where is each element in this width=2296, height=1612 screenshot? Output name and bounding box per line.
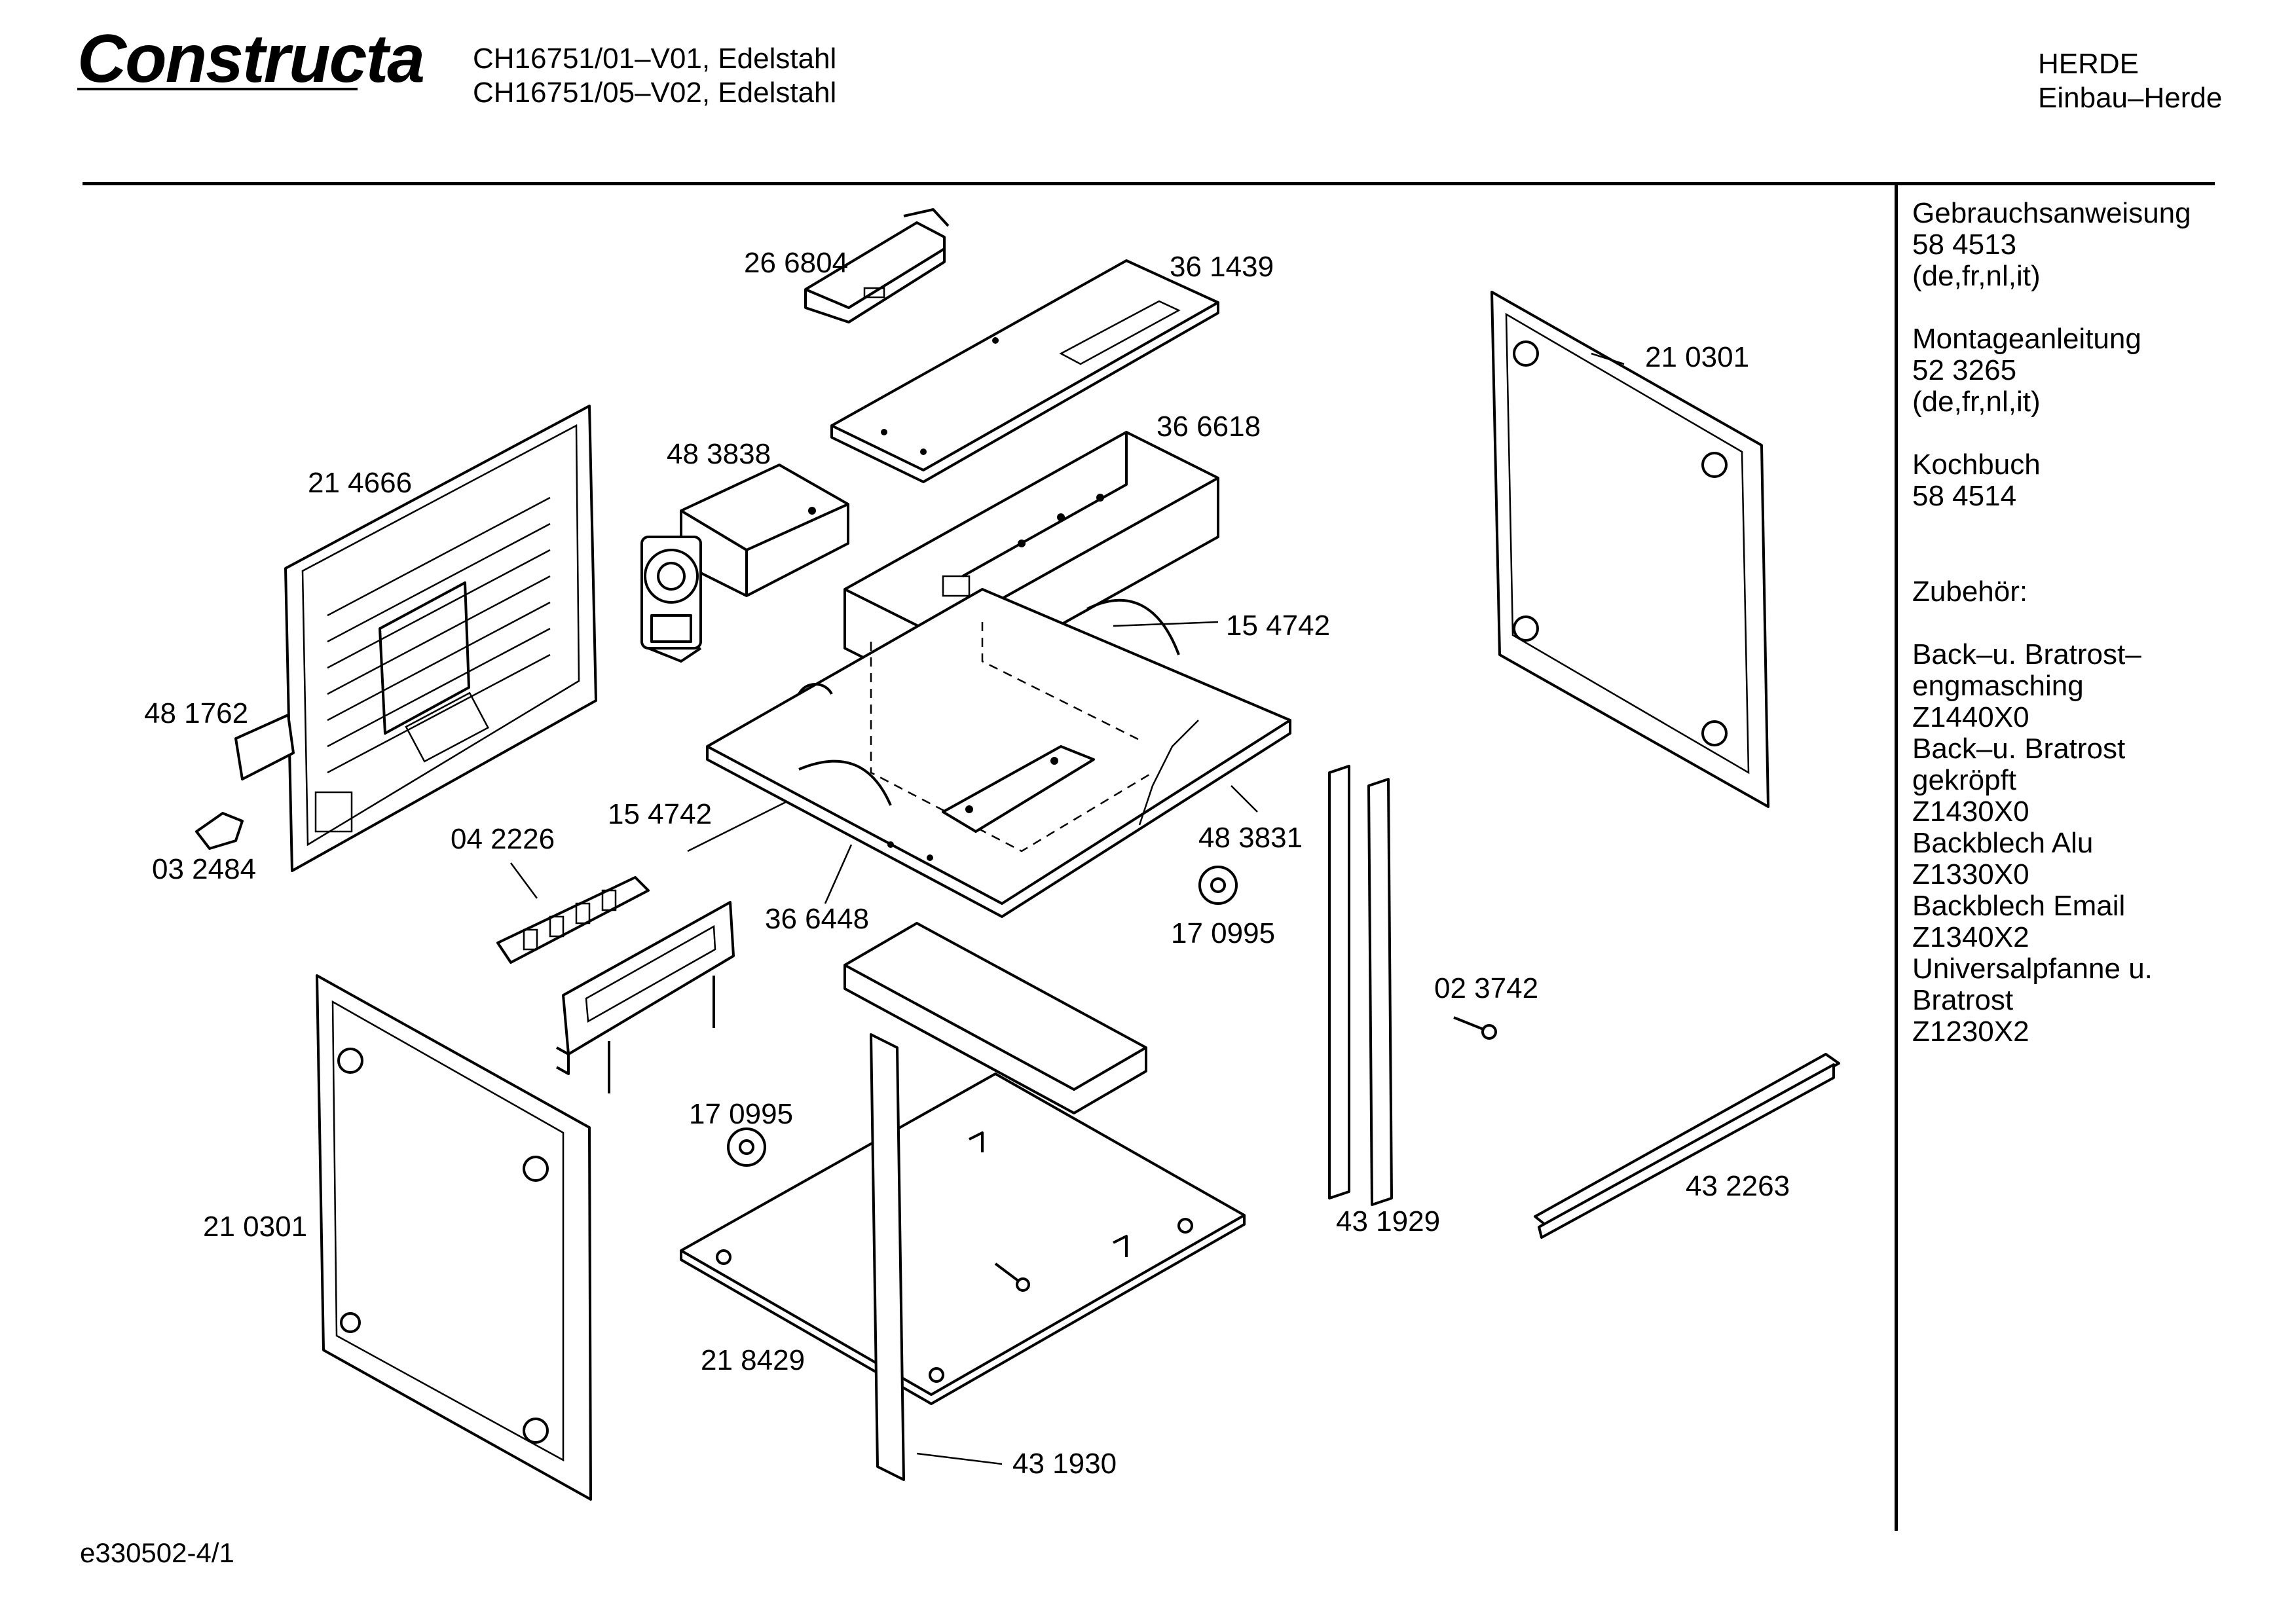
part-label: 43 2263 <box>1686 1170 1790 1202</box>
sidebar-divider <box>1895 185 1898 1531</box>
part-label: 21 0301 <box>203 1211 308 1243</box>
part-label: 17 0995 <box>689 1098 794 1130</box>
part-266804-bracket <box>804 208 950 323</box>
part-label: 48 3838 <box>667 438 771 470</box>
part-label: 36 6448 <box>765 903 870 935</box>
accessory-line: Bratrost <box>1912 984 2014 1016</box>
part-label: 43 1930 <box>1012 1448 1117 1480</box>
accessory-line: Z1430X0 <box>1912 796 2029 828</box>
part-label: 21 8429 <box>701 1344 805 1376</box>
part-label: 21 4666 <box>308 467 413 499</box>
part-432263-trim-strip <box>1534 1053 1840 1239</box>
part-481762-clip <box>234 714 295 780</box>
accessory-line: Back–u. Bratrost– <box>1912 638 2141 670</box>
accessories-heading: Zubehör: <box>1912 576 2028 608</box>
part-361439-top-cover <box>830 259 1219 483</box>
part-label: 48 3831 <box>1198 822 1303 854</box>
part-042226-terminal-strip <box>496 876 650 964</box>
accessory-line: gekröpft <box>1912 764 2016 796</box>
part-170995-foot-left <box>727 1127 766 1167</box>
doc-number: 52 3265 <box>1912 354 2017 386</box>
doc-title: Kochbuch <box>1912 449 2041 481</box>
brand-logo: Constructa <box>77 21 425 97</box>
accessory-line: Backblech Alu <box>1912 827 2094 859</box>
part-214666-back-panel <box>284 405 597 872</box>
part-plate-screw <box>994 1262 1030 1292</box>
accessory-line: Backblech Email <box>1912 890 2126 922</box>
doc-number: 58 4513 <box>1912 229 2017 261</box>
accessory-line: Z1330X0 <box>1912 858 2029 890</box>
part-032484-knob <box>195 812 244 850</box>
part-210301-left-side-panel <box>316 974 592 1501</box>
part-483838-motor <box>640 464 849 663</box>
part-210301-right-side-panel <box>1491 291 1769 808</box>
logo-underline <box>77 88 358 90</box>
doc-title: Gebrauchsanweisung <box>1912 197 2191 229</box>
drawing-id: e330502-4/1 <box>80 1537 234 1568</box>
doc-langs: (de,fr,nl,it) <box>1912 386 2041 418</box>
model-line-2: CH16751/05–V02, Edelstahl <box>473 77 837 109</box>
part-label: 02 3742 <box>1434 972 1539 1004</box>
part-label: 15 4742 <box>1226 610 1331 642</box>
part-label: 17 0995 <box>1171 917 1276 949</box>
header-divider <box>83 182 2215 185</box>
part-cover-tray <box>843 922 1147 1114</box>
part-label: 03 2484 <box>152 853 257 885</box>
category-line-2: Einbau–Herde <box>2038 82 2223 114</box>
part-170995-foot-right <box>1198 866 1238 905</box>
part-label: 36 1439 <box>1170 251 1274 283</box>
part-label: 26 6804 <box>744 247 849 279</box>
doc-title: Montageanleitung <box>1912 323 2141 355</box>
part-label: 04 2226 <box>451 823 555 855</box>
part-label: 36 6618 <box>1157 411 1261 443</box>
part-label: 21 0301 <box>1645 341 1750 373</box>
accessory-line: Back–u. Bratrost <box>1912 733 2126 765</box>
part-023742-screw <box>1453 1016 1497 1040</box>
part-label: 15 4742 <box>608 798 713 830</box>
model-line-1: CH16751/01–V01, Edelstahl <box>473 43 837 75</box>
doc-number: 58 4514 <box>1912 480 2017 512</box>
doc-langs: (de,fr,nl,it) <box>1912 260 2041 292</box>
accessory-line: Z1340X2 <box>1912 921 2029 953</box>
part-431929-rail <box>1328 765 1393 1206</box>
accessory-line: Z1230X2 <box>1912 1016 2029 1048</box>
part-431930-rail <box>870 1033 905 1481</box>
category-line-1: HERDE <box>2038 48 2139 80</box>
part-label: 48 1762 <box>144 697 249 729</box>
part-label: 43 1929 <box>1336 1205 1441 1237</box>
part-366448-base-plate <box>706 588 1291 918</box>
accessory-line: engmasching <box>1912 670 2084 702</box>
accessory-line: Z1440X0 <box>1912 701 2029 733</box>
accessory-line: Universalpfanne u. <box>1912 953 2153 985</box>
leader-lines <box>509 352 1625 1465</box>
part-control-bracket <box>556 901 735 1093</box>
